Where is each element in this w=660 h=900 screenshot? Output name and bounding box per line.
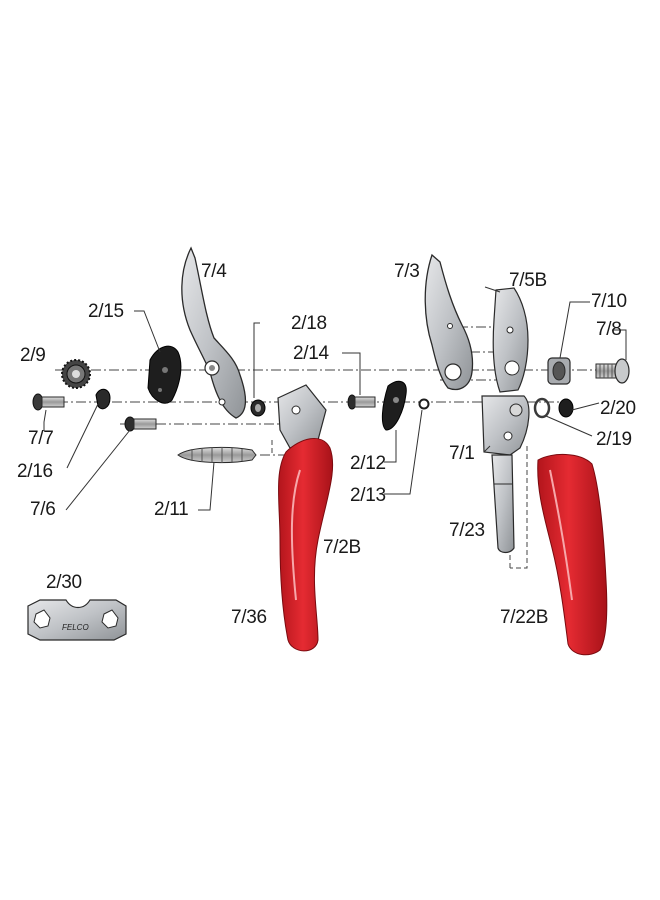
bolt-7-8 <box>595 358 630 384</box>
label-7-1: 7/1 <box>449 443 475 464</box>
label-2-14: 2/14 <box>293 343 329 364</box>
axis-lines <box>40 326 620 456</box>
label-7-23: 7/23 <box>449 520 485 541</box>
brand-stamp: FELCO <box>62 623 89 632</box>
label-7-3: 7/3 <box>394 261 420 282</box>
screw-7-6 <box>124 416 157 432</box>
label-2-13: 2/13 <box>350 485 386 506</box>
label-7-36: 7/36 <box>231 607 267 628</box>
washer-2-18 <box>250 399 266 417</box>
washer-2-13 <box>418 398 430 410</box>
wrench-key-2-30: FELCO <box>27 599 127 641</box>
bracket-2-12 <box>381 380 407 431</box>
label-2-12: 2/12 <box>350 453 386 474</box>
anvil-plate-7-5b <box>492 287 529 393</box>
label-2-16: 2/16 <box>17 461 53 482</box>
label-2-15: 2/15 <box>88 301 124 322</box>
label-2-11: 2/11 <box>154 499 189 520</box>
ring-2-19 <box>533 397 551 419</box>
label-2-20: 2/20 <box>600 398 636 419</box>
handle-7-2b <box>277 384 334 652</box>
leader-lines <box>43 286 627 511</box>
upper-blade-7-4 <box>181 246 247 419</box>
ratchet-wheel-2-9 <box>61 359 91 389</box>
nut-7-10 <box>547 357 571 385</box>
label-7-7: 7/7 <box>28 428 54 449</box>
label-7-10: 7/10 <box>591 291 627 312</box>
screw-7-7 <box>32 393 65 411</box>
lower-blade-7-3 <box>424 253 474 391</box>
screw-2-14 <box>347 394 376 410</box>
label-2-19: 2/19 <box>596 429 632 450</box>
rod-7-23 <box>491 454 515 554</box>
label-2-30: 2/30 <box>46 572 82 593</box>
guide-lines <box>271 440 528 569</box>
cap-2-20 <box>558 398 574 418</box>
label-7-2b: 7/2B <box>323 537 361 558</box>
label-2-18: 2/18 <box>291 313 327 334</box>
label-7-4: 7/4 <box>201 261 227 282</box>
pawl-2-16 <box>95 388 111 410</box>
label-2-9: 2/9 <box>20 345 46 366</box>
lever-2-15 <box>147 345 182 404</box>
label-7-8: 7/8 <box>596 319 622 340</box>
label-7-6: 7/6 <box>30 499 56 520</box>
label-7-5b: 7/5B <box>509 270 547 291</box>
lower-handle-7-1 <box>481 395 530 456</box>
spring-2-11 <box>177 446 257 464</box>
label-7-22b: 7/22B <box>500 607 549 628</box>
handle-7-22b <box>537 454 608 656</box>
